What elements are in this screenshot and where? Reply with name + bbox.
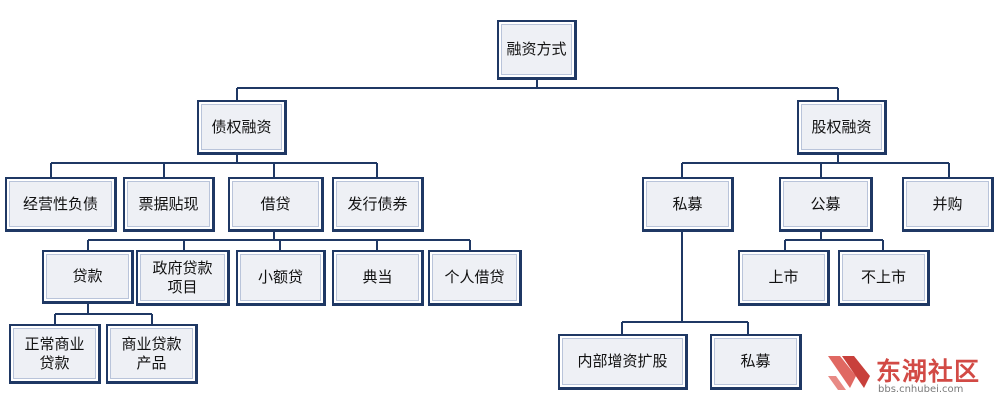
node-unlisted-label: 不上市 xyxy=(860,268,906,286)
connector-private xyxy=(621,232,749,334)
node-unlisted: 不上市 xyxy=(838,250,930,306)
connector-root xyxy=(236,80,839,100)
node-private-placement-2: 私募 xyxy=(710,334,802,390)
node-micro-loan-label: 小额贷 xyxy=(257,268,303,286)
node-root: 融资方式 xyxy=(497,20,577,80)
watermark-name: 东湖社区 xyxy=(876,357,981,386)
node-gov-loan-project: 政府贷款 项目 xyxy=(136,250,230,306)
node-borrowing-label: 借贷 xyxy=(260,194,291,213)
node-equity: 股权融资 xyxy=(797,100,887,155)
node-bond-issue-label: 发行债券 xyxy=(347,194,408,213)
node-micro-loan: 小额贷 xyxy=(236,250,326,306)
node-pawn: 典当 xyxy=(332,250,424,306)
node-gov-loan-project-label: 政府贷款 项目 xyxy=(152,258,213,296)
node-personal-loan-label: 个人借贷 xyxy=(444,268,505,286)
connector-loan xyxy=(54,304,153,324)
node-mna-label: 并购 xyxy=(932,194,963,213)
watermark: 东湖社区 bbs.cnhubei.com xyxy=(826,350,996,400)
node-listed-label: 上市 xyxy=(768,268,799,286)
node-normal-commercial-loan: 正常商业 贷款 xyxy=(9,324,101,384)
node-loan: 贷款 xyxy=(42,250,134,304)
connector-public xyxy=(784,232,884,250)
connector-borrowing xyxy=(87,232,471,250)
node-bill-discount-label: 票据贴现 xyxy=(138,194,199,213)
node-normal-commercial-loan-label: 正常商业 贷款 xyxy=(24,334,85,372)
node-equity-label: 股权融资 xyxy=(811,117,872,136)
node-personal-loan: 个人借贷 xyxy=(428,250,522,306)
node-loan-label: 贷款 xyxy=(72,267,103,285)
node-borrowing: 借贷 xyxy=(228,177,324,232)
node-operating-liabilities: 经营性负债 xyxy=(5,177,117,232)
node-public-offering: 公募 xyxy=(779,177,873,232)
node-bond-issue: 发行债券 xyxy=(332,177,424,232)
node-bill-discount: 票据贴现 xyxy=(123,177,215,232)
node-debt-label: 债权融资 xyxy=(211,117,272,136)
watermark-logo-icon xyxy=(828,356,870,390)
node-public-offering-label: 公募 xyxy=(810,194,841,213)
node-root-label: 融资方式 xyxy=(506,40,567,58)
connector-debt xyxy=(50,155,378,177)
node-debt: 债权融资 xyxy=(197,100,287,155)
node-commercial-loan-product: 商业贷款 产品 xyxy=(106,324,198,384)
node-internal-capital-increase: 内部增资扩股 xyxy=(558,334,688,390)
node-operating-liabilities-label: 经营性负债 xyxy=(22,194,98,213)
watermark-url: bbs.cnhubei.com xyxy=(878,384,964,395)
node-private-placement: 私募 xyxy=(642,177,734,232)
node-listed: 上市 xyxy=(738,250,830,306)
node-private-placement-2-label: 私募 xyxy=(740,352,771,370)
node-internal-capital-increase-label: 内部增资扩股 xyxy=(577,352,668,370)
node-pawn-label: 典当 xyxy=(362,268,393,286)
connector-equity xyxy=(681,155,950,177)
node-private-placement-label: 私募 xyxy=(672,194,703,213)
node-commercial-loan-product-label: 商业贷款 产品 xyxy=(121,334,182,372)
node-mna: 并购 xyxy=(902,177,994,232)
